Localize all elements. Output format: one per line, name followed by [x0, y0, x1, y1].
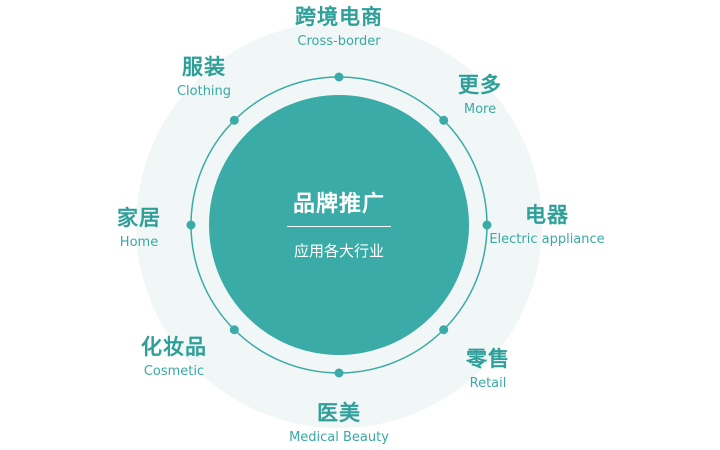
connector-dot-cross-border	[334, 72, 344, 82]
node-label-en: More	[463, 102, 497, 117]
center-title: 品牌推广	[292, 192, 385, 217]
node-label-zh: 服装	[182, 55, 226, 79]
node-cross-border: 跨境电商 Cross-border	[269, 4, 409, 51]
node-label-zh: 电器	[525, 203, 569, 227]
node-retail: 零售 Retail	[448, 346, 528, 393]
connector-dot-retail	[439, 325, 449, 335]
node-label-en: Home	[119, 235, 159, 250]
node-cosmetic: 化妆品 Cosmetic	[126, 334, 222, 381]
center-divider	[287, 226, 391, 227]
node-electric-appliance: 电器 Electric appliance	[482, 202, 612, 249]
node-label-zh: 医美	[317, 401, 361, 425]
node-more: 更多 More	[440, 72, 520, 119]
node-label-zh: 跨境电商	[295, 5, 383, 29]
node-label-en: Medical Beauty	[289, 430, 389, 445]
node-label-en: Clothing	[176, 84, 232, 99]
center-subtitle: 应用各大行业	[293, 242, 384, 260]
center-circle	[209, 95, 469, 355]
node-label-zh: 家居	[117, 206, 161, 230]
connector-dot-clothing	[229, 115, 239, 125]
node-label-zh: 更多	[458, 73, 502, 97]
node-clothing: 服装 Clothing	[164, 54, 244, 101]
node-label-en: Electric appliance	[489, 232, 605, 247]
node-home: 家居 Home	[104, 205, 174, 252]
node-label-zh: 零售	[466, 347, 510, 371]
connector-dot-medical-beauty	[334, 368, 344, 378]
node-label-en: Cosmetic	[143, 364, 205, 379]
node-label-zh: 化妆品	[141, 335, 207, 359]
connector-dot-home	[186, 220, 196, 230]
node-label-en: Cross-border	[297, 34, 381, 49]
node-medical-beauty: 医美 Medical Beauty	[279, 400, 399, 447]
connector-dot-electric-appliance	[482, 220, 492, 230]
node-label-en: Retail	[469, 376, 507, 391]
connector-dot-cosmetic	[229, 325, 239, 335]
connector-dot-more	[439, 115, 449, 125]
